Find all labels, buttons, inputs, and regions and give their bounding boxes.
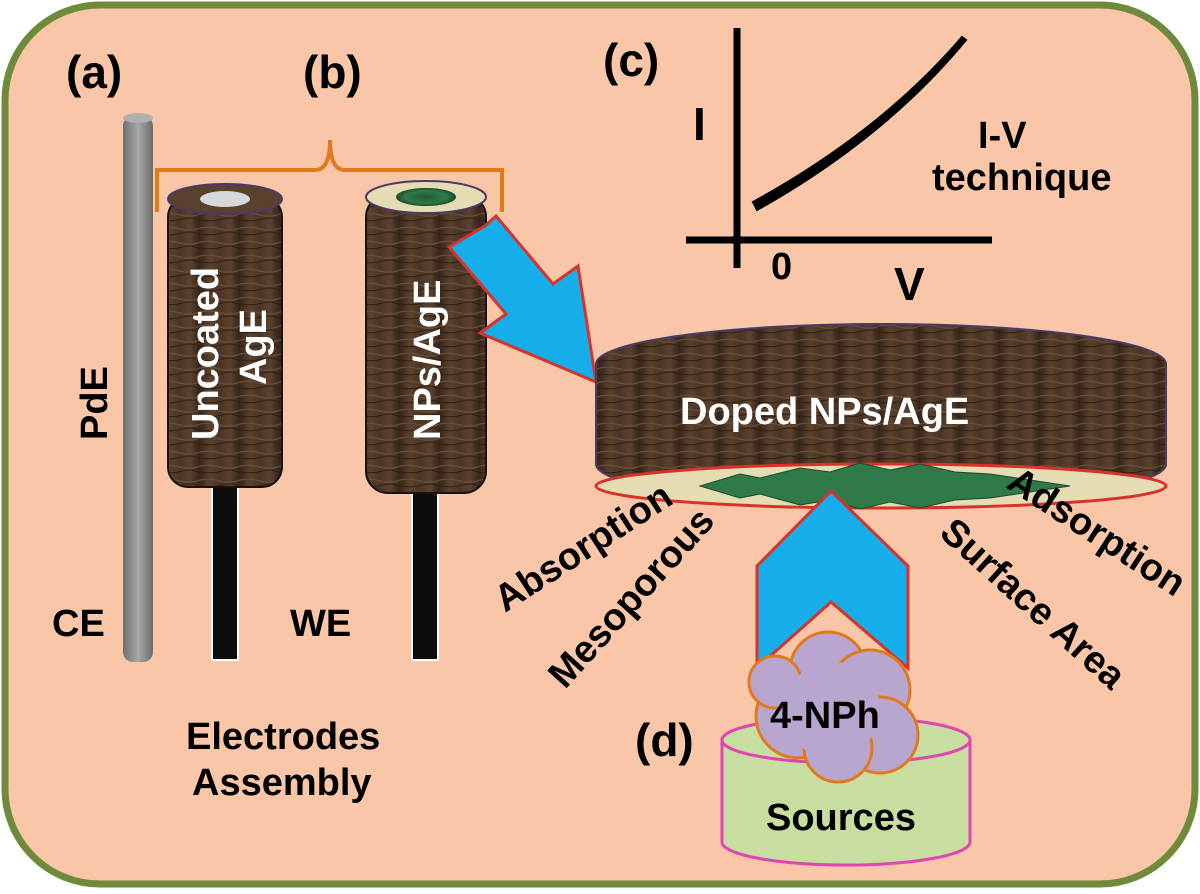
panel-label-a: (a)	[66, 46, 122, 98]
pde-counter-electrode	[123, 113, 153, 662]
ce-label: CE	[52, 603, 105, 645]
flow-arrow-from-source	[755, 488, 910, 672]
iv-y-label: I	[693, 98, 706, 150]
sources-label: Sources	[766, 797, 916, 839]
iv-caption-line2: technique	[932, 157, 1111, 199]
panel-label-d: (d)	[635, 714, 694, 766]
electrode-brace	[155, 139, 504, 212]
doped-disk-label: Doped NPs/AgE	[680, 391, 969, 433]
doped-disk	[594, 323, 1168, 510]
panel-label-c: (c)	[603, 34, 659, 86]
analyte-label: 4-NPh	[770, 695, 880, 737]
uncoated-label-line2: AgE	[233, 309, 275, 385]
uncoated-electrode	[167, 183, 283, 661]
uncoated-label-line1: Uncoated	[185, 267, 227, 440]
we-label: WE	[290, 603, 351, 645]
iv-caption-line1: I-V	[978, 115, 1027, 157]
assembly-label-line1: Electrodes	[186, 716, 380, 758]
coated-electrode	[365, 180, 487, 661]
assembly-label-line2: Assembly	[192, 762, 372, 804]
iv-origin-label: 0	[771, 246, 792, 288]
coated-label: NPs/AgE	[407, 280, 449, 440]
panel-label-b: (b)	[303, 46, 362, 98]
pde-label: PdE	[74, 366, 116, 440]
iv-x-label: V	[894, 258, 925, 310]
iv-curve	[751, 35, 968, 212]
analyte-cloud-core	[784, 662, 880, 758]
iv-plot	[686, 28, 992, 268]
